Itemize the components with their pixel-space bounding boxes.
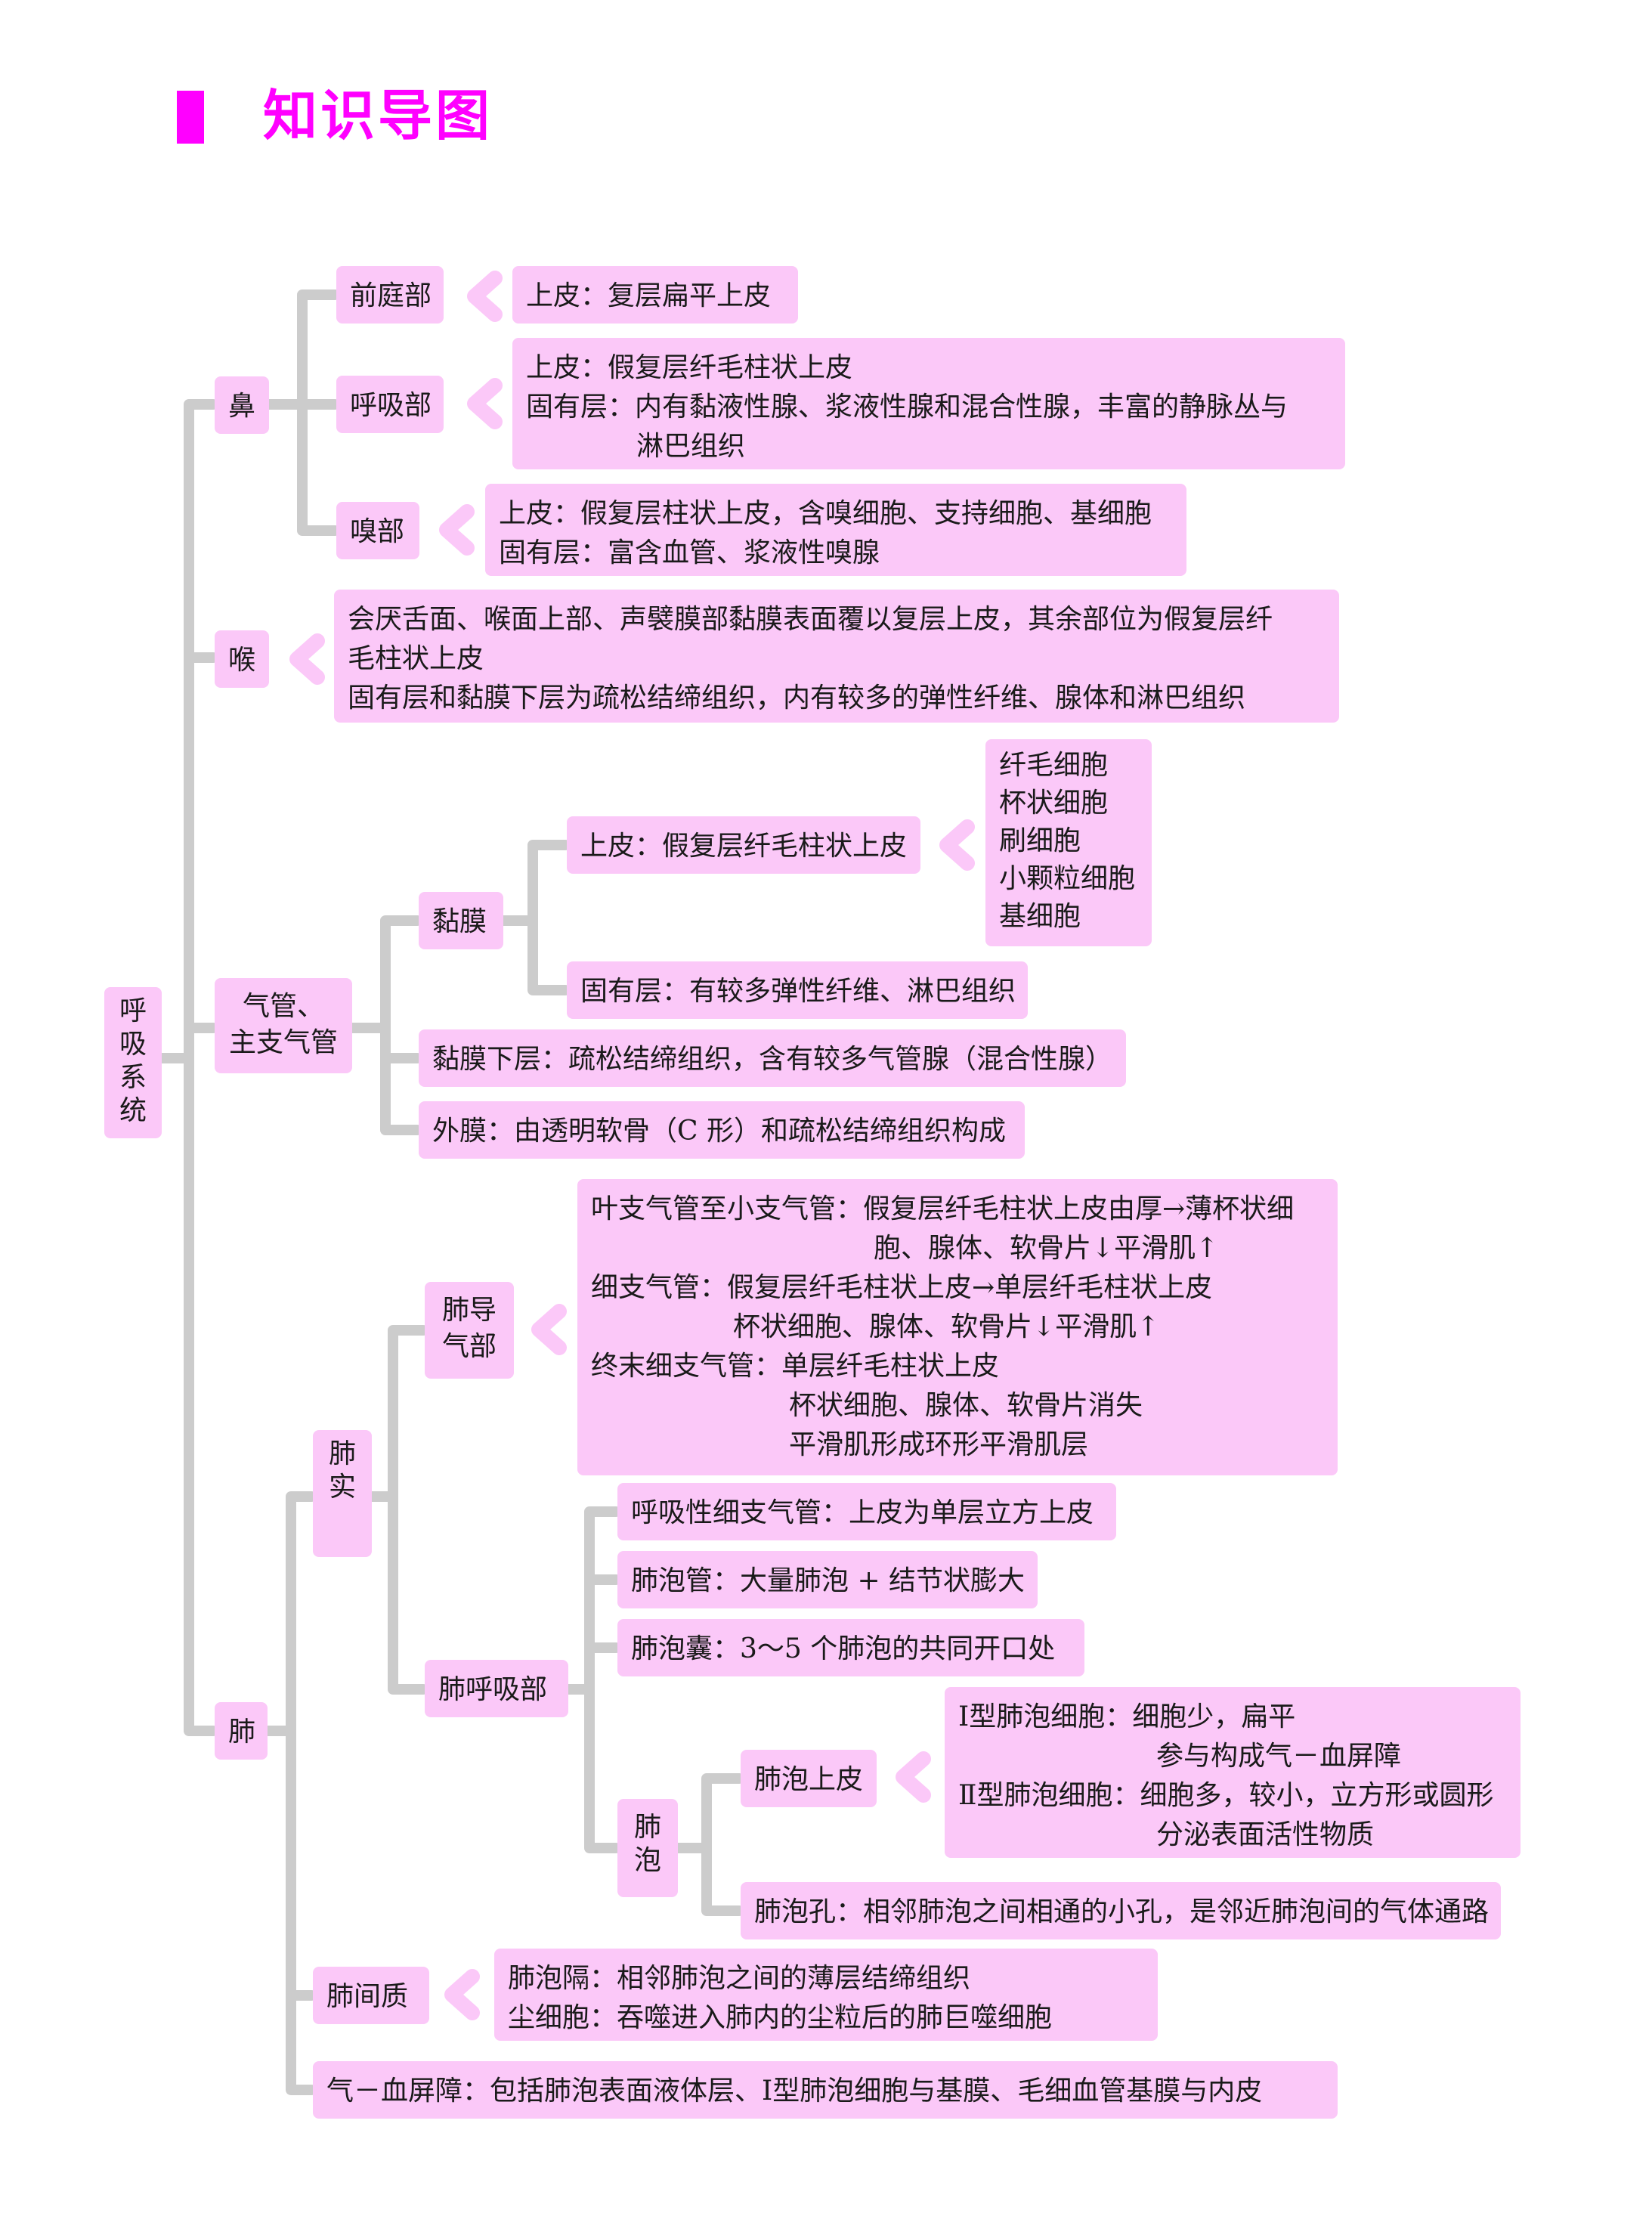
- detail-line: 毛柱状上皮: [348, 643, 484, 674]
- parenchyma-node: 肺 实: [313, 1430, 372, 1557]
- cell-type: 小颗粒细胞: [999, 863, 1136, 894]
- detail-line: Ⅰ型肺泡细胞：细胞少，扁平: [958, 1701, 1296, 1732]
- alveolus-label-line: 肺: [633, 1812, 661, 1843]
- trunk-root: [155, 399, 218, 1736]
- parenchyma-label-line: 实: [328, 1472, 356, 1503]
- root-label: 呼吸系统: [119, 995, 147, 1126]
- detail-line: 杯状细胞、腺体、软骨片消失: [789, 1390, 1143, 1421]
- detail-line: 上皮：假复层纤毛柱状上皮: [526, 352, 853, 383]
- cell-type: 刷细胞: [999, 825, 1081, 856]
- chevron-icon: [444, 1969, 480, 2020]
- alveolar-sac: 肺泡囊：3～5 个肺泡的共同开口处: [617, 1619, 1084, 1676]
- nose-olfactory-node: 嗅部: [336, 502, 419, 559]
- conducting-label-line: 肺导: [441, 1295, 497, 1326]
- chevron-icon: [467, 378, 503, 429]
- mucosa-lamina: 固有层：有较多弹性纤维、淋巴组织: [567, 961, 1028, 1019]
- alveolar-pore: 肺泡孔：相邻肺泡之间相通的小孔，是邻近肺泡间的气体通路: [741, 1882, 1501, 1939]
- nose-olfactory-detail: 上皮：假复层柱状上皮，含嗅细胞、支持细胞、基细胞 固有层：富含血管、浆液性嗅腺: [485, 484, 1186, 576]
- detail-line: 分泌表面活性物质: [1156, 1819, 1375, 1850]
- mucosa-epithelium: 上皮：假复层纤毛柱状上皮: [567, 816, 920, 874]
- conducting-label-line: 气部: [441, 1331, 497, 1362]
- trunk-respiratory: [561, 1506, 621, 1853]
- detail-line: Ⅱ型肺泡细胞：细胞多，较小，立方形或圆形: [958, 1780, 1494, 1811]
- trachea-label-line: 气管、: [242, 991, 324, 1022]
- respiratory-part-node: 肺呼吸部: [425, 1660, 568, 1717]
- detail-line: 杯状细胞、腺体、软骨片↓平滑肌↑: [733, 1311, 1160, 1342]
- cell-type: 纤毛细胞: [999, 750, 1109, 781]
- air-blood-barrier: 气－血屏障：包括肺泡表面液体层、Ⅰ型肺泡细胞与基膜、毛细血管基膜与内皮: [313, 2061, 1338, 2119]
- detail-line: 固有层：内有黏液性腺、浆液性腺和混合性腺，丰富的静脉丛与: [526, 392, 1288, 423]
- parenchyma-label-line: 肺: [328, 1438, 356, 1469]
- detail-line: 叶支气管至小支气管：假复层纤毛柱状上皮由厚→薄杯状细: [591, 1193, 1295, 1224]
- alveolus-label-line: 泡: [633, 1845, 661, 1876]
- detail-line: 尘细胞：吞噬进入肺内的尘粒后的肺巨噬细胞: [508, 2002, 1053, 2033]
- detail-line: 会厌舌面、喉面上部、声襞膜部黏膜表面覆以复层上皮，其余部位为假复层纤: [348, 604, 1273, 635]
- cell-type: 基细胞: [999, 901, 1081, 932]
- alveolar-epithelium-detail: Ⅰ型肺泡细胞：细胞少，扁平 参与构成气－血屏障 Ⅱ型肺泡细胞：细胞多，较小，立方…: [945, 1687, 1521, 1858]
- detail-line: 淋巴组织: [636, 431, 746, 462]
- nose-respiratory-detail: 上皮：假复层纤毛柱状上皮 固有层：内有黏液性腺、浆液性腺和混合性腺，丰富的静脉丛…: [512, 338, 1345, 469]
- nose-vestibule-detail: 上皮：复层扁平上皮: [512, 266, 798, 324]
- chevron-icon: [531, 1304, 567, 1355]
- respiratory-bronchiole: 呼吸性细支气管：上皮为单层立方上皮: [617, 1483, 1116, 1540]
- interstitium-node: 肺间质: [313, 1967, 429, 2024]
- larynx-detail: 会厌舌面、喉面上部、声襞膜部黏膜表面覆以复层上皮，其余部位为假复层纤 毛柱状上皮…: [334, 590, 1339, 723]
- alveolar-epithelium-node: 肺泡上皮: [741, 1750, 877, 1807]
- trunk-nose: [263, 289, 340, 536]
- nose-vestibule-node: 前庭部: [336, 266, 444, 324]
- interstitium-detail: 肺泡隔：相邻肺泡之间的薄层结缔组织 尘细胞：吞噬进入肺内的尘粒后的肺巨噬细胞: [494, 1949, 1158, 2041]
- chevron-icon: [896, 1751, 931, 1803]
- cell-type: 杯状细胞: [999, 788, 1109, 819]
- trunk-trachea: [346, 915, 422, 1135]
- trunk-alveolus: [671, 1773, 744, 1916]
- detail-line: 参与构成气－血屏障: [1156, 1741, 1402, 1772]
- adventitia-node: 外膜：由透明软骨（C 形）和疏松结缔组织构成: [419, 1101, 1025, 1159]
- chevron-icon: [439, 504, 475, 556]
- detail-line: 固有层和黏膜下层为疏松结缔组织，内有较多的弹性纤维、腺体和淋巴组织: [348, 683, 1246, 714]
- trunk-parenchyma: [365, 1325, 428, 1695]
- chevron-icon: [939, 819, 975, 871]
- detail-line: 上皮：复层扁平上皮: [526, 280, 772, 311]
- root-node: 呼吸系统: [104, 987, 162, 1138]
- detail-line: 细支气管：假复层纤毛柱状上皮→单层纤毛柱状上皮: [591, 1272, 1213, 1303]
- detail-line: 平滑肌形成环形平滑肌层: [789, 1429, 1089, 1460]
- detail-line: 固有层：富含血管、浆液性嗅腺: [499, 537, 880, 568]
- trunk-mucosa: [497, 840, 571, 995]
- chevron-icon: [289, 633, 325, 685]
- larynx-node: 喉: [215, 630, 269, 688]
- detail-line: 终末细支气管：单层纤毛柱状上皮: [591, 1351, 1000, 1382]
- conducting-part-detail: 叶支气管至小支气管：假复层纤毛柱状上皮由厚→薄杯状细 胞、腺体、软骨片↓平滑肌↑…: [577, 1179, 1338, 1475]
- trunk-lung: [261, 1491, 317, 2095]
- detail-line: 胞、腺体、软骨片↓平滑肌↑: [874, 1233, 1219, 1264]
- alveolus-node: 肺 泡: [617, 1799, 678, 1897]
- trachea-label-line: 主支气管: [228, 1027, 338, 1058]
- mucosa-cells-list: 纤毛细胞 杯状细胞 刷细胞 小颗粒细胞 基细胞: [985, 739, 1152, 946]
- page-title: 知识导图: [263, 84, 493, 147]
- nose-respiratory-node: 呼吸部: [336, 376, 444, 433]
- lung-node: 肺: [215, 1702, 268, 1760]
- nose-node: 鼻: [215, 376, 269, 434]
- mucosa-node: 黏膜: [419, 892, 503, 949]
- alveolar-duct: 肺泡管：大量肺泡 + 结节状膨大: [617, 1551, 1038, 1608]
- detail-line: 肺泡隔：相邻肺泡之间的薄层结缔组织: [508, 1963, 971, 1994]
- title-accent-bar: [177, 91, 204, 144]
- conducting-part-node: 肺导 气部: [425, 1282, 514, 1379]
- detail-line: 上皮：假复层柱状上皮，含嗅细胞、支持细胞、基细胞: [499, 498, 1152, 529]
- chevron-icon: [467, 271, 503, 322]
- submucosa-node: 黏膜下层：疏松结缔组织，含有较多气管腺（混合性腺）: [419, 1029, 1126, 1087]
- trachea-node: 气管、 主支气管: [215, 978, 352, 1073]
